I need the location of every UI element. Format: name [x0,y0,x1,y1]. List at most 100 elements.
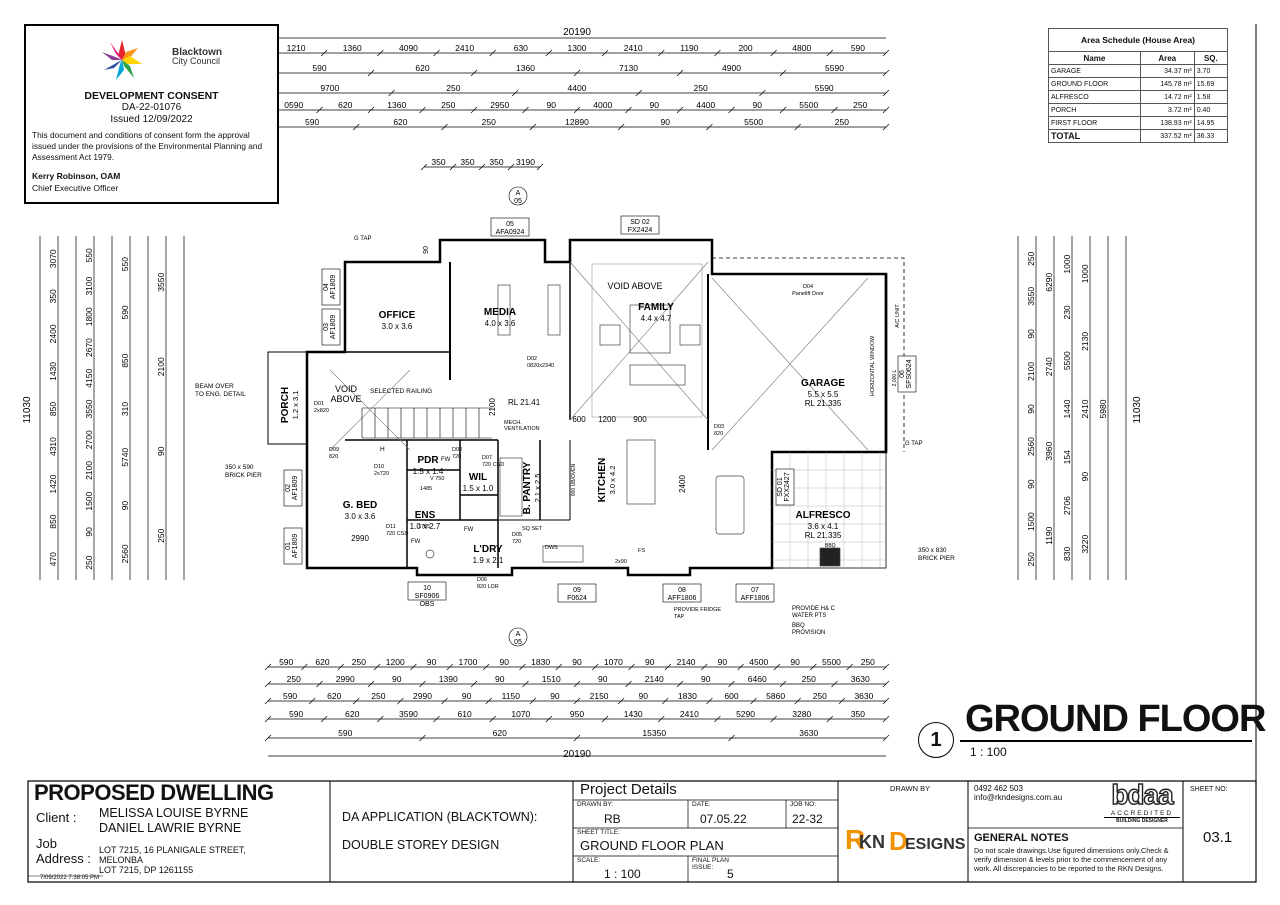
room-rl: RL 21.335 [805,399,842,408]
top-dimension-value: 250 [482,117,496,127]
bottom-dimension-tick [625,680,632,688]
rkn-logo: R KN D ESIGNS [845,822,965,872]
top-dimension-value: 2410 [455,43,474,53]
bottom-dimension-value: 1510 [542,674,561,684]
section-sheet: 05 [514,639,522,646]
left-dimension-value: 2560 [120,544,130,563]
bottom-dimension-tick [706,697,713,705]
right-dimension-value: 3550 [1026,287,1036,306]
top-dimension-tick [545,49,553,57]
room-size: 3.6 x 4.1 [808,522,839,531]
inner-dimension: 2,000 L [892,369,898,386]
top-dimension-value: 1360 [343,43,362,53]
top-dimension-tick [470,69,478,77]
top-dimension-value: 1190 [680,43,699,53]
top-dimension-value: 9700 [320,83,339,93]
bottom-dimension-value: 90 [718,657,728,667]
bottom-dimension-tick [700,663,708,671]
window-tag-box [662,583,702,603]
bottom-dimension-value: 620 [493,728,507,738]
right-dimension-value: 2130 [1080,332,1090,351]
bottom-dimension-tick [320,715,328,723]
council-name: Blacktown City Council [172,48,222,66]
bottom-dimension-value: 600 [724,691,738,701]
door-note: 2x90 [615,559,627,565]
top-dimension-tick [367,69,375,77]
top-dimension-value: 7130 [619,63,638,73]
brick-pier-note: BRICK PIER [225,472,262,479]
dws-label: DWS [545,545,558,551]
bottom-dimension-value: 5500 [822,657,841,667]
window-tag-box [557,583,597,603]
top-dimension-value: 1300 [568,43,587,53]
table-row-total: TOTAL 337.52 m² 36.33 [1048,129,1229,143]
bottom-dimension-tick [485,697,492,705]
top-dimension-value: 12890 [565,117,589,127]
top-dimension-tick [882,69,890,77]
bottom-dimension-tick [367,680,375,688]
right-dimension-value: 830 [1062,546,1072,560]
top-dimension-value: 590 [851,43,865,53]
bottom-dimension-value: 590 [283,691,297,701]
bottom-dimension-tick [264,663,272,671]
room-size: 4.0 x 3.6 [485,319,516,328]
bbq-note: PROVISION [792,630,825,636]
bottom-dimension-tick [264,715,272,723]
top-dimension-tick [826,49,834,57]
right-dimension-value: 230 [1062,305,1072,319]
consent-issued: Issued 12/09/2022 [110,114,193,125]
left-dimension-value: 850 [48,514,58,528]
bottom-dimension-tick [831,680,838,688]
bottom-dimension-tick [489,715,496,723]
left-dimension-value: 550 [84,248,94,262]
top-dimension-value: 4000 [593,100,612,110]
section-sheet: 05 [514,198,522,205]
bottom-dimension-value: 90 [462,691,472,701]
bottom-dimension-value: 250 [861,657,875,667]
top-dimension-tick [676,69,684,77]
left-dimension-value: 1420 [48,474,58,493]
room-name: L'DRY [473,544,503,555]
top-dimension-value: 90 [547,100,557,110]
top-dimension-value: 630 [514,43,528,53]
area-total-sq: 36.33 [1193,129,1229,143]
room-size: 2.1 x 2.5 [533,474,542,503]
left-dimension-value: 1500 [84,491,94,510]
window-tag: 09 [573,587,581,594]
bottom-dimension-value: 1200 [386,657,405,667]
door-note: 820 [329,454,338,460]
bottom-dimension-tick [519,663,526,671]
sheet-title-label: SHEET TITLE: [577,829,620,836]
walls [267,238,905,577]
bottom-dimension-value: 250 [813,691,827,701]
bottom-dimension-ticks [264,663,890,742]
inner-dimension: 90 [423,246,430,254]
window-tag: AF1809 [330,315,337,340]
section-letter: A [516,190,521,197]
bottom-dimension-tick [264,697,272,705]
left-dimension-value: 550 [120,257,130,271]
right-dimension-value: 1440 [1062,399,1072,418]
consent-title: DEVELOPMENT CONSENT [84,90,219,102]
rkn-designs-text: ESIGNS [905,836,966,853]
top-dimension-value: 250 [835,117,849,127]
top-dimension-value: 5500 [799,100,818,110]
bottom-dimension-value: 90 [638,691,648,701]
stair-dimension-tick [420,163,428,171]
top-dimension-tick [770,49,777,57]
window-tag: 01 [285,542,292,550]
bottom-dimension-value: 2990 [413,691,432,701]
left-dimension-value: 4150 [84,369,94,388]
water-note: WATER PTS [792,613,826,619]
left-dimension-value: 590 [120,305,130,319]
door-note: 820 [714,431,723,437]
top-dimension-tick [353,123,360,131]
bbq-note: BBQ [792,623,805,629]
top-dimension-tick [573,69,581,77]
bottom-dimension-tick [337,663,344,671]
right-dimension-value: 90 [1026,329,1036,339]
bottom-dimension-value: 610 [458,709,472,719]
scale-value: 1 : 100 [604,867,641,881]
bottom-dimension-value: 2140 [677,657,696,667]
